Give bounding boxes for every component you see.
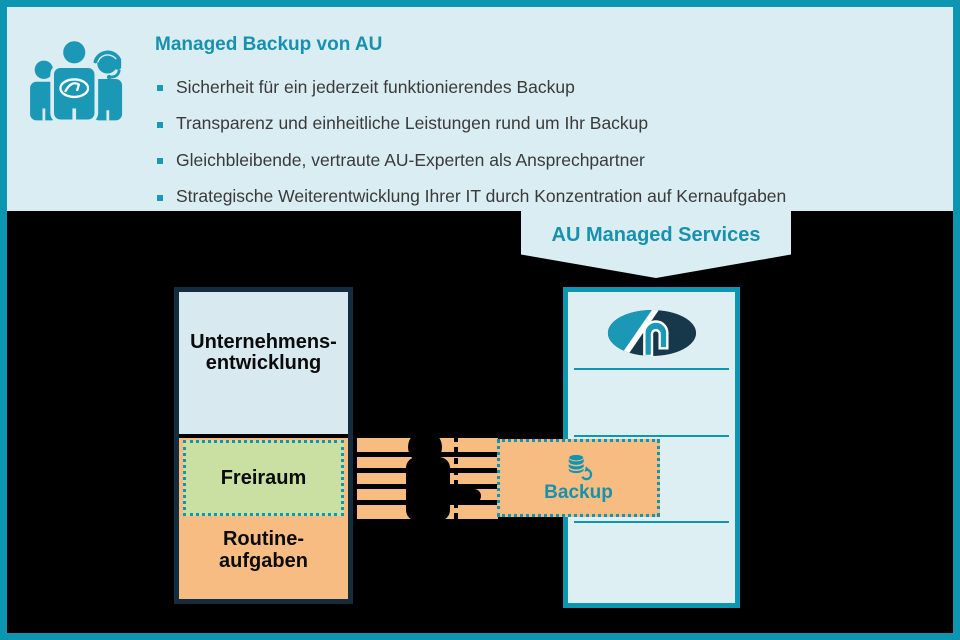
provider-divider-line <box>574 368 729 370</box>
backup-box: Backup <box>497 439 660 517</box>
routine-label: Routine- aufgaben <box>219 528 308 572</box>
bullet-square-icon <box>157 194 163 201</box>
benefit-item: Sicherheit für ein jederzeit funktionier… <box>155 69 935 106</box>
company-development-section: Unternehmens- entwicklung <box>179 292 348 434</box>
benefit-list: Sicherheit für ein jederzeit funktionier… <box>155 69 935 215</box>
provider-divider-line <box>574 435 729 437</box>
panel-title: Managed Backup von AU <box>155 34 383 55</box>
support-team-icon <box>30 37 123 124</box>
managed-services-banner: AU Managed Services <box>521 211 791 278</box>
handover-person-silhouette <box>406 430 481 521</box>
database-sync-icon <box>567 453 592 480</box>
benefit-item: Transparenz und einheitliche Leistungen … <box>155 106 935 143</box>
bullet-square-icon <box>157 121 163 128</box>
bullet-square-icon <box>157 158 163 165</box>
banner-label: AU Managed Services <box>551 224 761 246</box>
backup-label: Backup <box>544 481 613 503</box>
freiraum-box: Freiraum <box>183 440 344 516</box>
benefit-item: Gleichbleibende, vertraute AU-Experten a… <box>155 142 935 179</box>
bullet-square-icon <box>157 85 163 92</box>
handover-dashed-line <box>454 436 458 520</box>
au-logo <box>607 310 696 356</box>
info-panel: Managed Backup von AU Sicherheit für ein… <box>7 7 953 211</box>
dashed-separator <box>179 434 348 438</box>
benefit-item: Strategische Weiterentwicklung Ihrer IT … <box>155 179 935 216</box>
development-label: Unternehmens- entwicklung <box>190 331 337 374</box>
provider-divider-line <box>574 521 729 523</box>
company-routine-section: Freiraum Routine- aufgaben <box>179 438 348 599</box>
freiraum-label: Freiraum <box>220 466 307 489</box>
company-box: Unternehmens- entwicklung Freiraum Routi… <box>174 287 353 604</box>
